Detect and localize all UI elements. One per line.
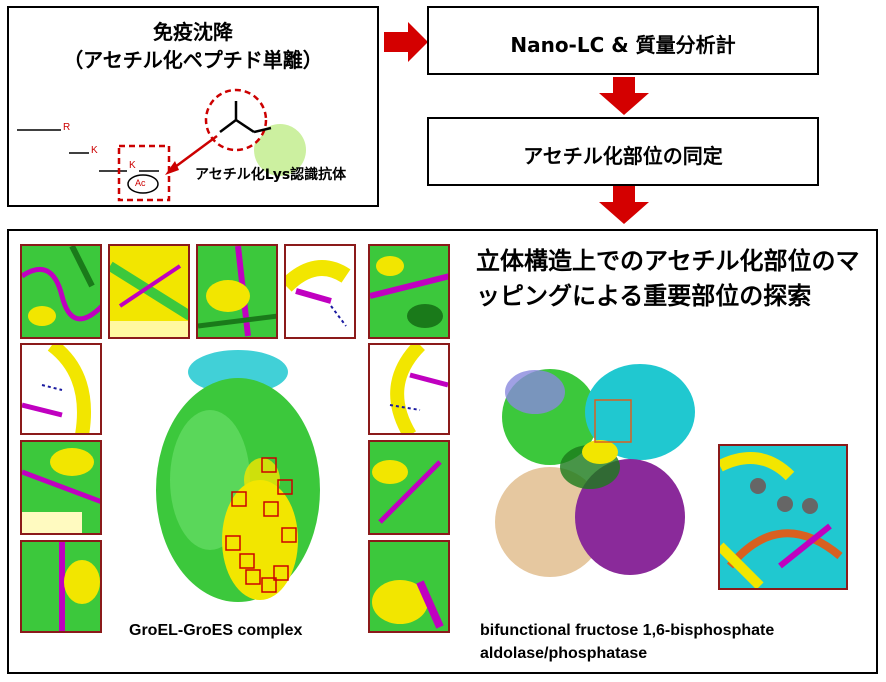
- acetyl-ellipse: [127, 174, 159, 194]
- site-identification-label: アセチル化部位の同定: [523, 144, 723, 168]
- structure-thumbnail: [368, 540, 450, 633]
- ip-title-line1: 免疫沈降: [153, 20, 233, 44]
- structure-thumbnail: [20, 244, 102, 339]
- groel-caption: GroEL-GroES complex: [129, 622, 303, 639]
- mapping-heading: 立体構造上でのアセチル化部位のマッピングによる重要部位の探索: [476, 247, 860, 310]
- arrow-right: [384, 22, 428, 62]
- antibody-label: アセチル化Lys認識抗体: [195, 167, 347, 183]
- structure-thumbnail: [368, 343, 450, 435]
- structure-thumbnail: [284, 244, 356, 339]
- structure-thumbnail: [20, 440, 102, 535]
- ip-title-line2: （アセチル化ペプチド単離）: [63, 48, 323, 72]
- antibody-glow: [254, 124, 306, 176]
- groel-groes-structure: [156, 350, 320, 602]
- residue-k2-label: K: [129, 160, 136, 171]
- lc-ms-box: Nano-LC & 質量分析計: [427, 6, 819, 75]
- ip-schematic: [17, 88, 306, 202]
- site-identification-box: アセチル化部位の同定: [427, 117, 819, 186]
- acetyl-label: Ac: [135, 178, 146, 188]
- residue-r-label: R: [63, 122, 71, 133]
- structure-thumbnail: [20, 343, 102, 435]
- aldolase-caption-line2: aldolase/phosphatase: [480, 645, 648, 662]
- structure-thumbnail: [108, 244, 190, 339]
- arrow-down-1: [599, 77, 649, 115]
- residue-k1-label: K: [91, 145, 98, 156]
- structure-thumbnail: [196, 244, 278, 339]
- arrow-down-2: [599, 186, 649, 224]
- structure-thumbnail: [368, 440, 450, 535]
- aldolase-active-site-inset: [718, 444, 848, 590]
- immunoprecipitation-box: 免疫沈降 （アセチル化ペプチド単離） R K K Ac アセチル化Lys認識抗体: [7, 6, 379, 207]
- acetyl-lysine-dashed-box: [117, 144, 171, 202]
- aldolase-structure: [495, 364, 695, 577]
- aldolase-caption-line1: bifunctional fructose 1,6-bisphosphate: [480, 622, 775, 639]
- structure-thumbnail: [20, 540, 102, 633]
- structure-thumbnail: [368, 244, 450, 339]
- lc-ms-label: Nano-LC & 質量分析計: [510, 33, 736, 57]
